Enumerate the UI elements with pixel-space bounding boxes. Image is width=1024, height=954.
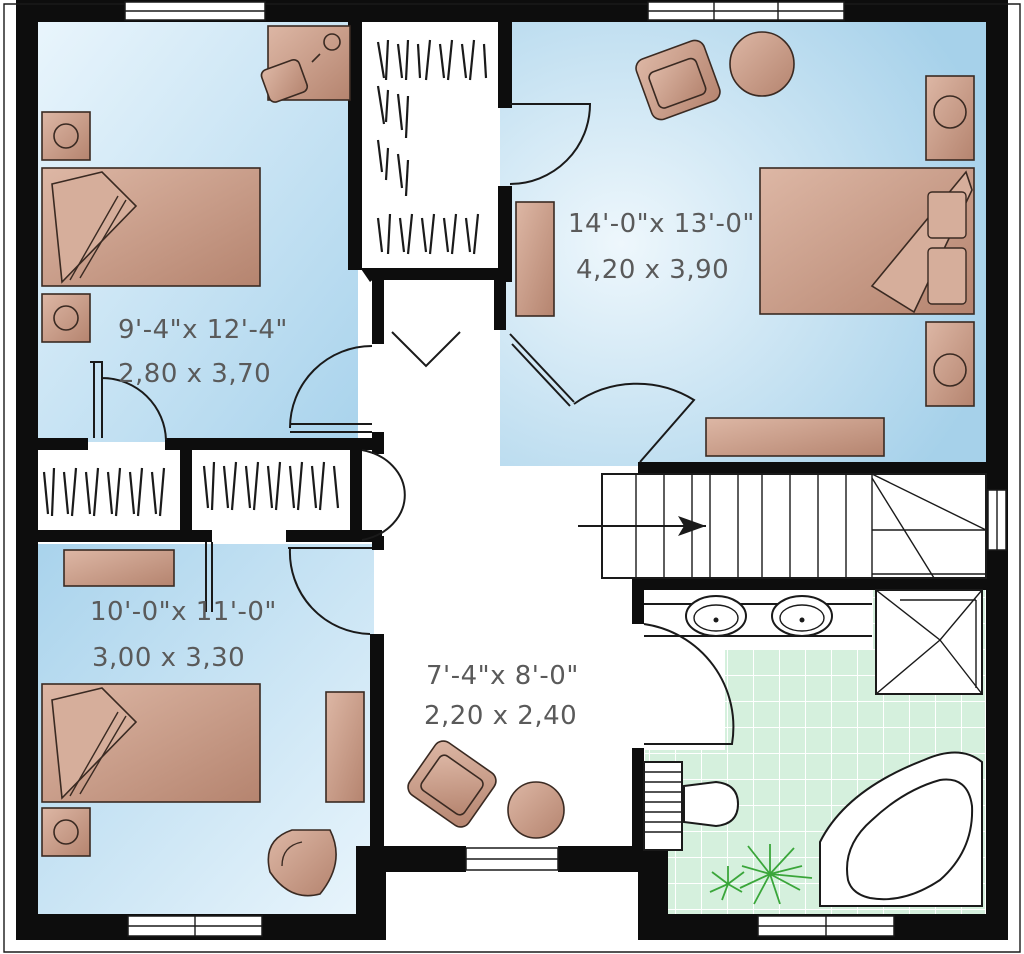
dim-m-master: 4,20 x 3,90	[576, 255, 729, 285]
interior-walls	[36, 22, 986, 858]
stair-arrow-icon	[578, 516, 706, 536]
hall-side-table	[507, 781, 565, 839]
chair-icon	[635, 39, 721, 121]
bottom-left-chair	[267, 829, 337, 897]
bottom-left-nightstand	[41, 807, 91, 857]
dim-ft-bottom-left: 10'-0"x 11'-0"	[90, 597, 277, 627]
master-bed	[759, 167, 975, 315]
hall-chair	[407, 740, 497, 828]
window-top-left	[124, 1, 266, 21]
dim-ft-master: 14'-0"x 13'-0"	[568, 209, 755, 239]
sink-icon	[644, 595, 872, 637]
door-bottom-left-bedroom	[205, 542, 372, 635]
door-top-left-bedroom	[289, 345, 373, 433]
master-dresser	[515, 201, 555, 317]
doors	[90, 103, 735, 745]
dim-m-hall: 2,20 x 2,40	[424, 701, 577, 731]
closet-icon	[40, 22, 498, 526]
window-bottom-left	[127, 915, 263, 937]
windows	[124, 1, 1007, 937]
door-hall-closet	[391, 331, 461, 368]
label-master-bedroom: 14'-0"x 13'-0" 4,20 x 3,90	[568, 209, 755, 285]
window-bottom-bath	[757, 915, 895, 937]
label-hall: 7'-4"x 8'-0" 2,20 x 2,40	[424, 661, 579, 731]
bath-vanity-area	[645, 590, 873, 650]
dim-m-top-left: 2,80 x 3,70	[118, 359, 271, 389]
label-bedroom-top-left: 9'-4"x 12'-4" 2,80 x 3,70	[118, 315, 288, 389]
side-table-icon	[729, 31, 795, 97]
door-left-closet	[90, 361, 167, 441]
nightstand-icon	[41, 111, 91, 343]
dim-ft-top-left: 9'-4"x 12'-4"	[118, 315, 288, 345]
door-hall-linen	[361, 449, 406, 541]
bed-icon	[41, 167, 261, 287]
label-bedroom-bottom-left: 10'-0"x 11'-0" 3,00 x 3,30	[90, 597, 277, 673]
bath-entry-area	[645, 650, 725, 750]
dim-m-bottom-left: 3,00 x 3,30	[92, 643, 245, 673]
bottom-left-shelf	[63, 549, 175, 587]
shower-icon	[875, 589, 983, 695]
dim-ft-hall: 7'-4"x 8'-0"	[426, 661, 579, 691]
bathtub-icon	[819, 751, 983, 907]
bottom-left-bed	[41, 683, 261, 803]
toilet-icon	[643, 761, 740, 851]
door-master-bedroom	[509, 333, 696, 463]
bottom-left-dresser	[325, 691, 365, 803]
door-master-closet	[509, 103, 592, 185]
window-right-stair	[987, 489, 1007, 551]
window-bottom-hall	[465, 847, 559, 871]
plant-icon	[709, 844, 813, 905]
master-bench	[705, 417, 885, 457]
door-bathroom	[643, 623, 735, 745]
desk-chair-top-left	[260, 25, 351, 103]
window-top-right	[647, 1, 845, 21]
master-nightstands	[925, 75, 975, 407]
